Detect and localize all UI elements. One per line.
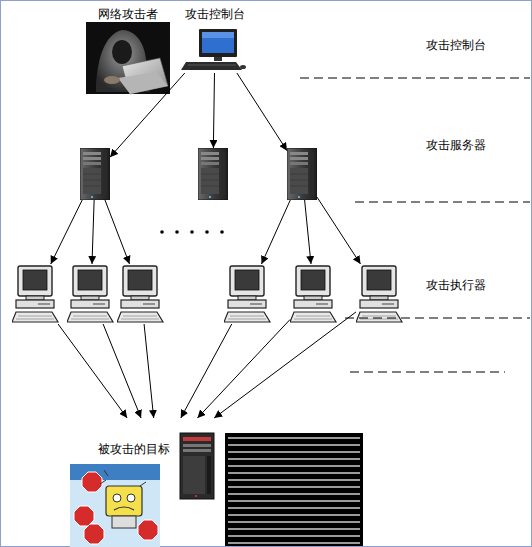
attack-arrow [105,200,130,264]
layer-label: 攻击服务器 [426,138,486,152]
hacker-photo [86,22,170,94]
icon-node [12,264,60,324]
layer-separator [300,78,530,372]
icon-node [67,264,115,324]
attack-arrow [144,324,154,418]
attack-arrow [237,73,287,151]
attack-arrow [305,200,311,264]
labeled-node: 攻击控制台 [180,5,250,73]
attack-arrow [214,312,356,418]
icon-node [198,148,228,200]
client-pc [117,266,163,322]
client-pc [224,266,270,322]
client-pc [290,266,336,322]
attack-arrow [58,324,127,418]
attack-arrow [92,200,94,264]
ellipsis-dots [160,230,224,234]
attack-arrow [317,197,361,264]
ping-terminal [225,433,363,546]
server-tower [80,148,110,200]
attack-arrow [197,320,290,418]
attack-arrow [103,324,141,418]
labeled-node: 网络攻击者 [82,5,174,97]
attack-arrow [110,73,185,157]
node-label: 被攻击的目标 [98,442,178,456]
console-computer [181,29,246,70]
client-pc [67,266,113,322]
server-tower [198,148,228,200]
layer-label: 攻击控制台 [426,38,486,52]
stop-cartoon [70,464,160,547]
icon-node [80,148,110,200]
icon-node [290,264,338,324]
server-tower [287,148,317,200]
icon-node [356,264,404,324]
attack-arrow [213,73,214,148]
attack-arrow [51,200,82,264]
labeled-node: 被攻击的目标 [96,418,220,502]
attack-arrow [181,324,232,418]
icon-node [224,264,272,324]
icon-node [287,148,317,200]
client-pc [12,266,58,322]
icon-node [117,264,165,324]
layer-label: 攻击执行器 [426,278,486,292]
node-label: 攻击控制台 [180,7,250,21]
node-label: 网络攻击者 [82,7,174,21]
attack-arrow [262,200,291,264]
client-pc [356,266,402,322]
target-server [180,433,214,499]
